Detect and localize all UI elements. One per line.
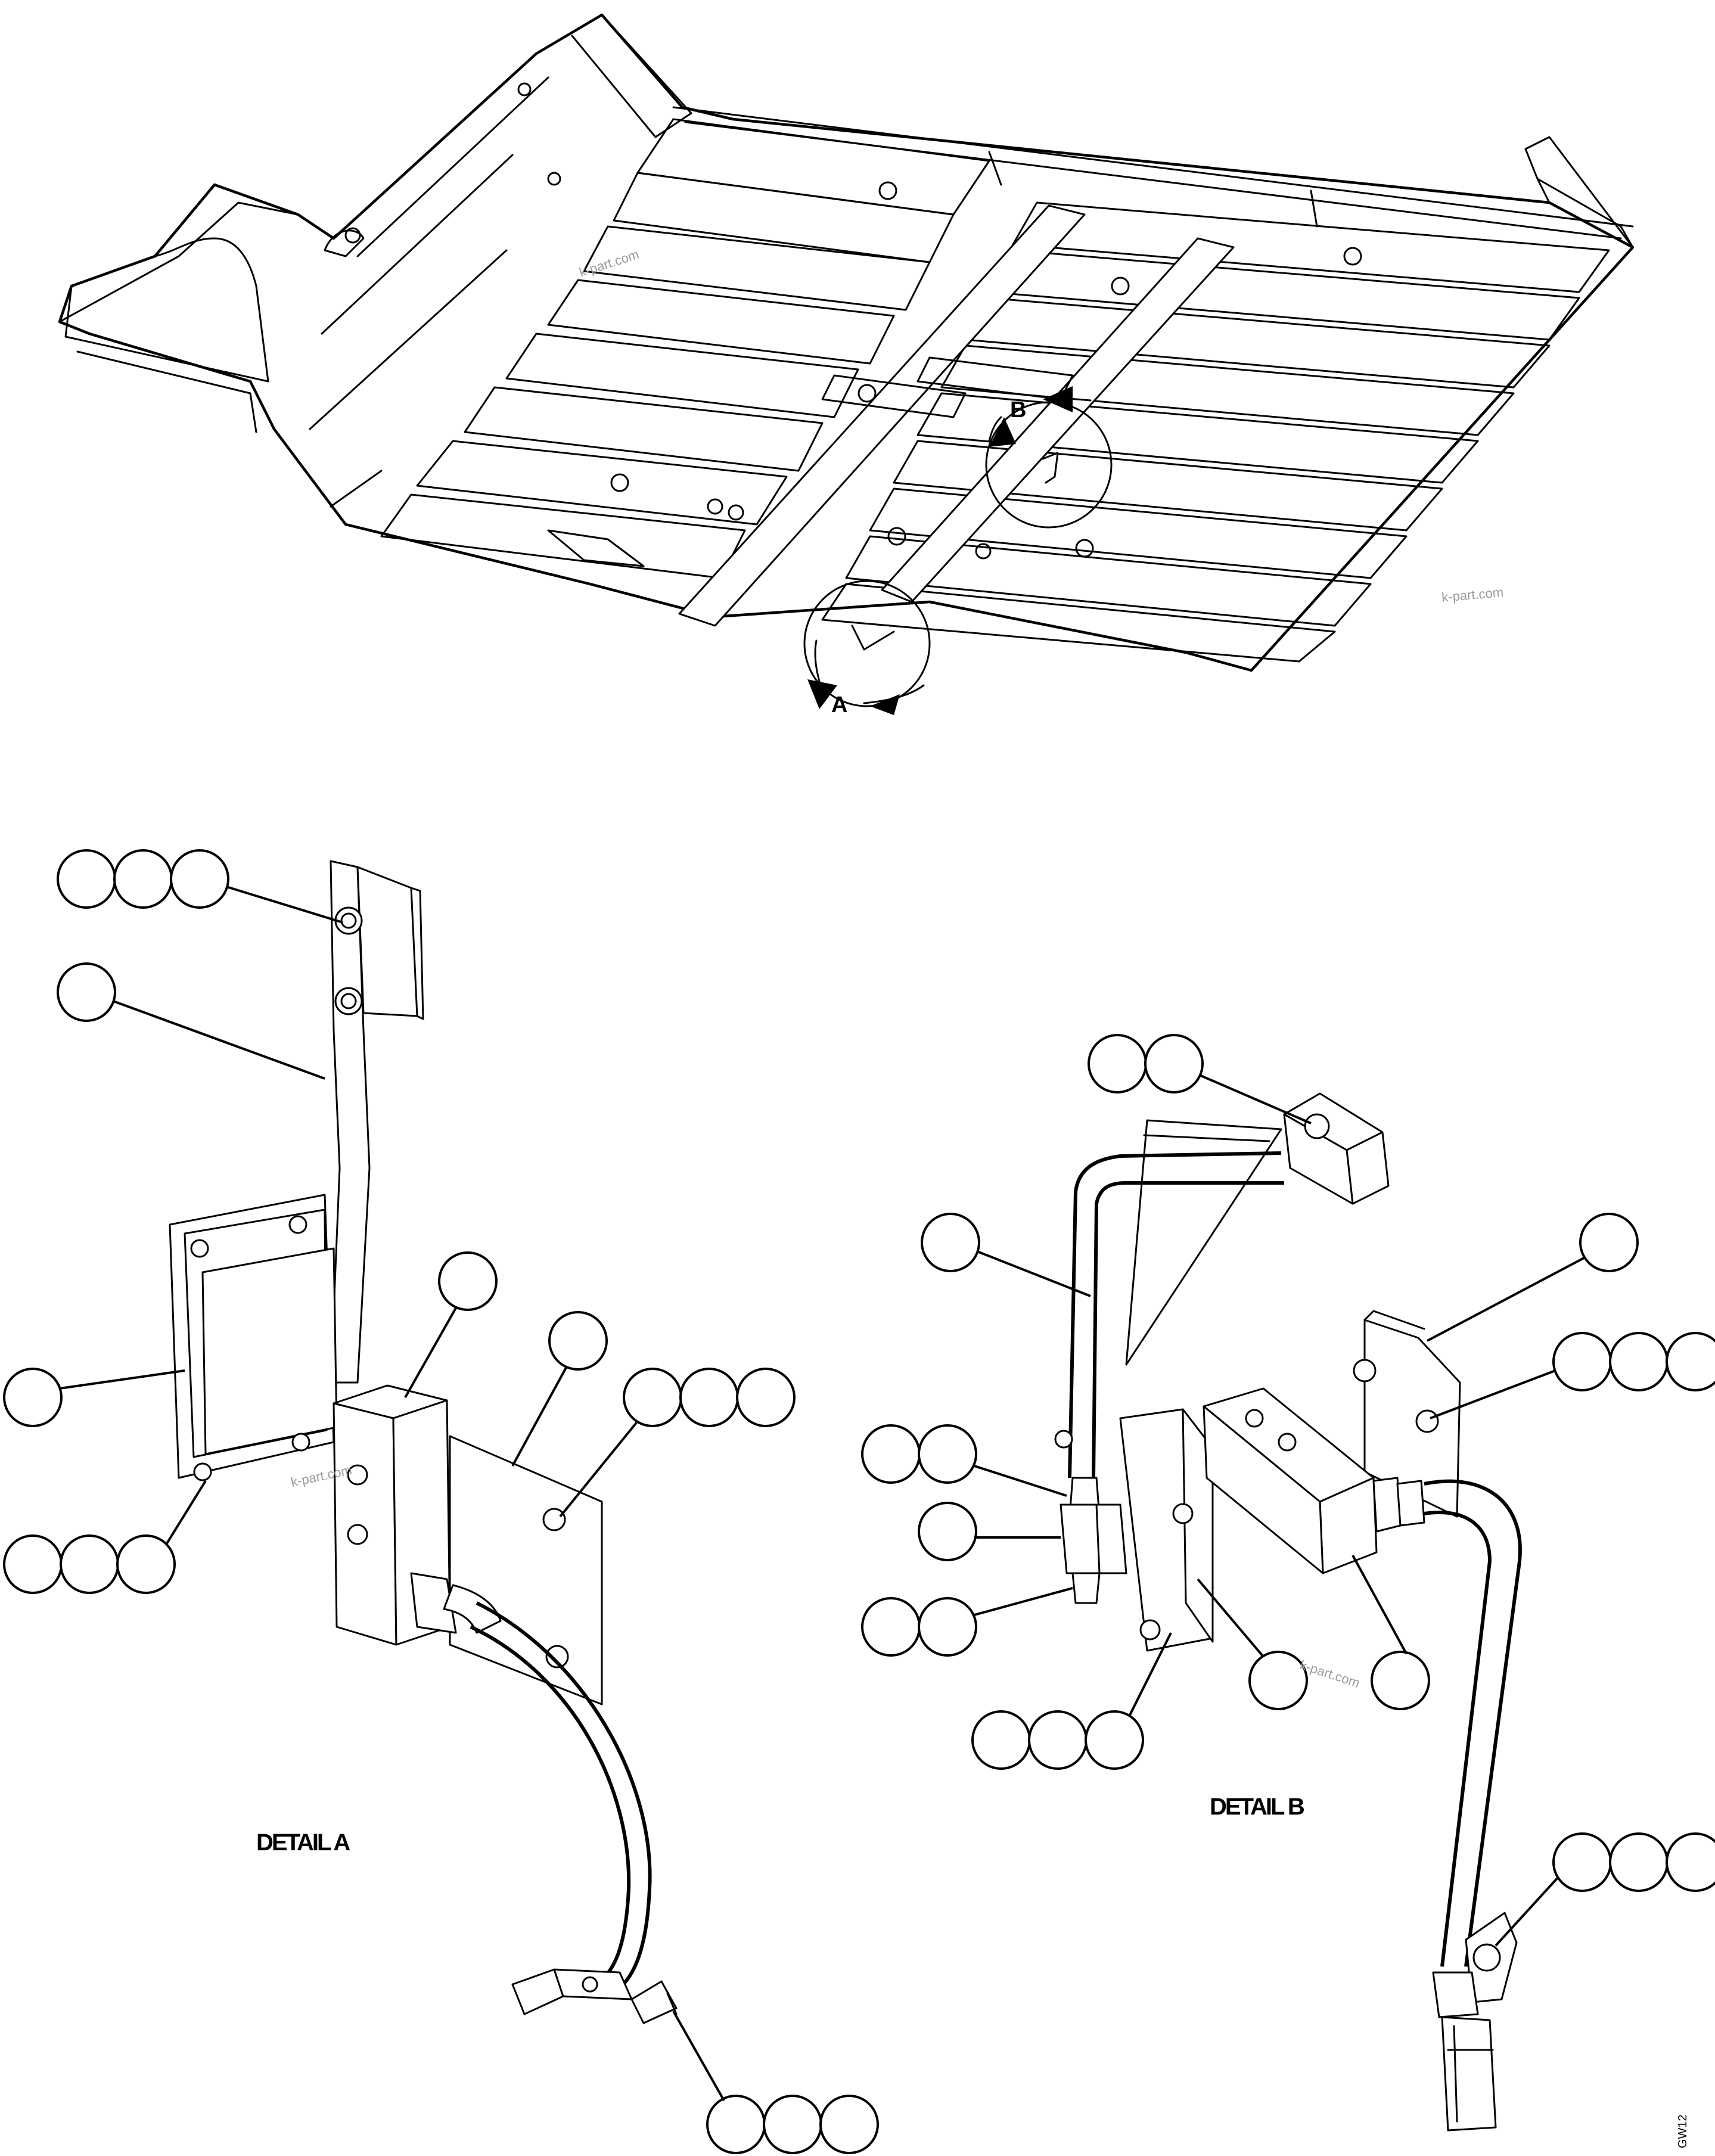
detail-b-leaders	[974, 1074, 1586, 1947]
callout-b-label: B	[1010, 397, 1026, 422]
detail-b: DETAIL B	[861, 1034, 1715, 2132]
detail-a-top-bolts	[334, 906, 363, 1015]
detail-b-balloons	[861, 1034, 1715, 1892]
detail-b-rod	[1068, 1151, 1282, 1478]
watermark: k-part.com	[1441, 585, 1504, 605]
cargo-box-outline	[58, 13, 1635, 672]
detail-a-cable	[476, 1601, 652, 1998]
detail-a-balloons	[3, 849, 879, 2154]
detail-b-cable	[1424, 1479, 1522, 1967]
cargo-box-assembly	[58, 13, 1635, 672]
detail-b-connector	[1432, 1971, 1497, 2132]
detail-a-connector	[511, 1968, 678, 2024]
figure-code: GW12	[1676, 2114, 1689, 2148]
floor-ribs	[380, 118, 1610, 663]
mount-holes	[517, 82, 1362, 560]
detail-b-caption: DETAIL B	[1210, 1794, 1304, 1820]
detail-a-caption: DETAIL A	[256, 1829, 350, 1856]
detail-a-housing-bolts	[190, 1215, 310, 1481]
detail-a: DETAIL A	[3, 849, 879, 2154]
callout-b: B	[985, 386, 1113, 529]
callout-a: A	[803, 580, 931, 717]
callout-a-label: A	[831, 692, 847, 717]
frame-crossmembers	[678, 204, 1235, 627]
watermark: k-part.com	[1298, 1657, 1362, 1691]
detail-b-mount-plate	[1363, 1319, 1461, 1518]
detail-a-leaders	[59, 886, 725, 2101]
